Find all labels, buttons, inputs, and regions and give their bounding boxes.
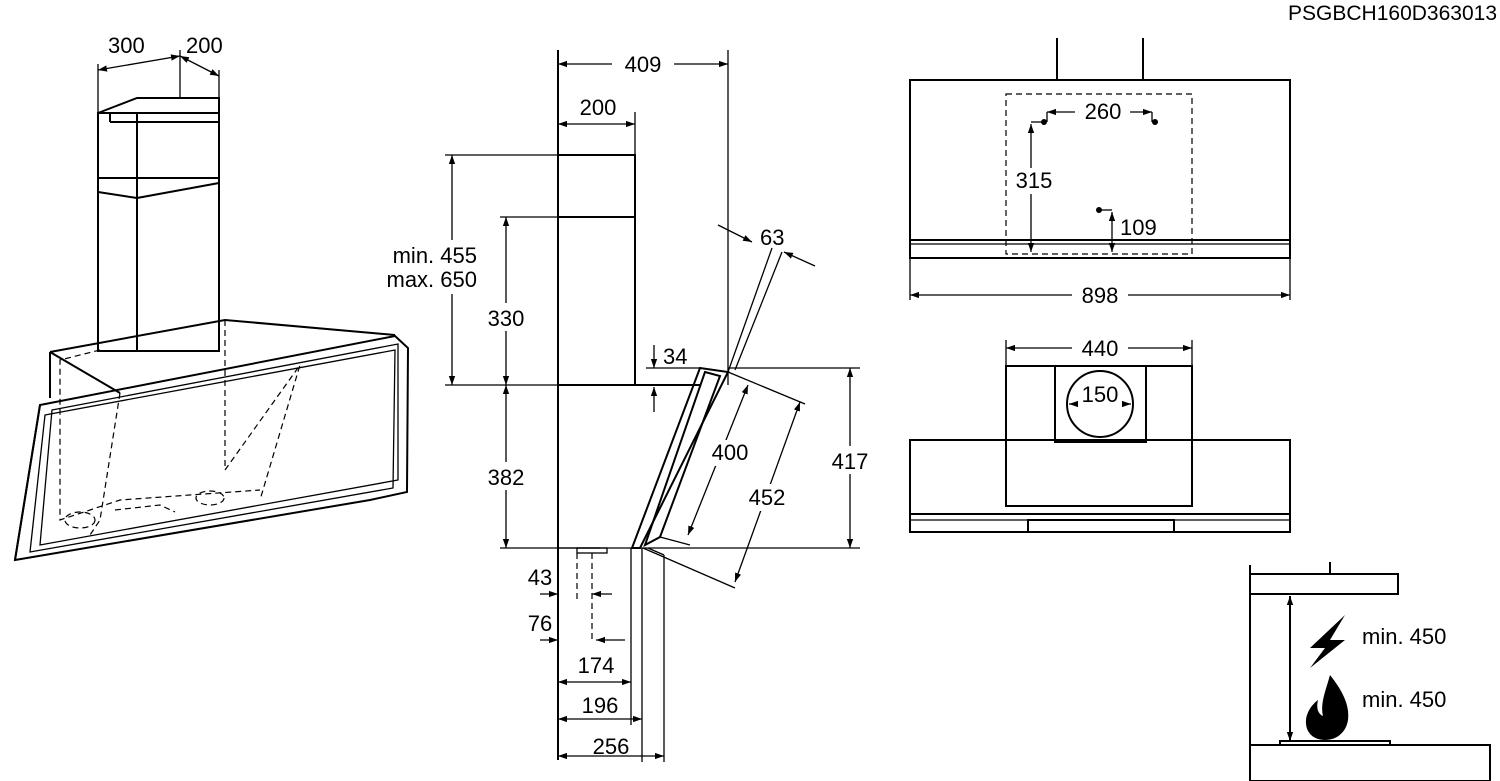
width-440-label: 440 xyxy=(1082,336,1119,361)
height-417-label: 417 xyxy=(832,449,869,474)
panel-452-label: 452 xyxy=(749,485,786,510)
holes-260-label: 260 xyxy=(1085,99,1122,124)
rear-view: 260 315 109 898 xyxy=(909,38,1291,310)
offset-256-label: 256 xyxy=(593,734,630,759)
chimney-width-label: 300 xyxy=(108,33,145,58)
gas-flame-icon xyxy=(1305,675,1349,740)
offset-76-label: 76 xyxy=(528,611,552,636)
holes-315-label: 315 xyxy=(1016,168,1053,193)
perspective-view: 300 200 xyxy=(13,33,410,562)
offset-43-label: 43 xyxy=(528,565,552,590)
width-898-label: 898 xyxy=(1082,283,1119,308)
top-view: 440 150 xyxy=(909,334,1291,533)
chimney-max-label: max. 650 xyxy=(387,267,478,292)
electric-clearance-label: min. 450 xyxy=(1362,624,1446,649)
chimney-min-label: min. 455 xyxy=(393,243,477,268)
outlet-150-label: 150 xyxy=(1082,382,1119,407)
gas-clearance-label: min. 450 xyxy=(1362,687,1446,712)
chimney-depth-200-label: 200 xyxy=(580,95,617,120)
step-34-label: 34 xyxy=(663,344,687,369)
panel-400-label: 400 xyxy=(712,440,749,465)
offset-196-label: 196 xyxy=(582,693,619,718)
height-382-label: 382 xyxy=(488,465,525,490)
side-view: 409 200 min. 455 max. 650 330 382 34 xyxy=(363,50,877,762)
offset-174-label: 174 xyxy=(578,653,615,678)
depth-409-label: 409 xyxy=(625,52,662,77)
electric-bolt-icon xyxy=(1310,615,1345,668)
chimney-depth-label: 200 xyxy=(186,33,223,58)
hole-109-label: 109 xyxy=(1120,215,1157,240)
document-code: PSGBCH160D363013 xyxy=(1288,2,1497,25)
glass-63-label: 63 xyxy=(760,225,784,250)
clearance-view: min. 450 min. 450 xyxy=(1249,562,1491,781)
height-330-label: 330 xyxy=(488,306,525,331)
